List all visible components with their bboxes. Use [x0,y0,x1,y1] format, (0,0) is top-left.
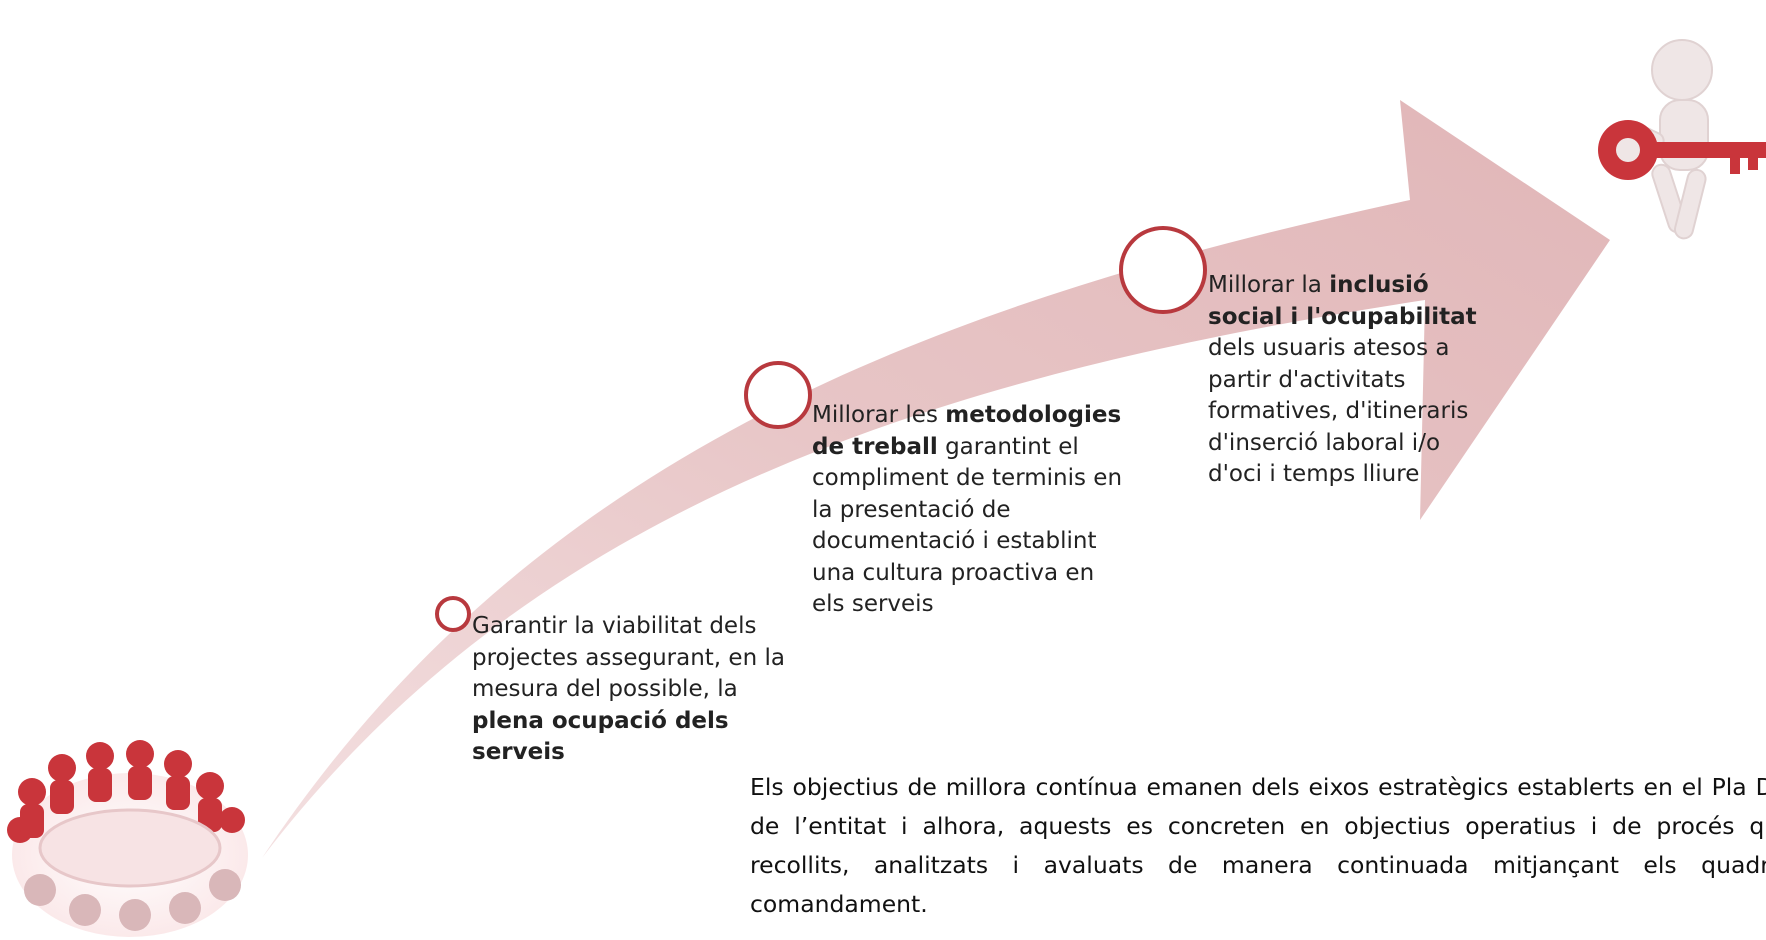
description-paragraph: Els objectius de millora contínua emanen… [750,773,1766,918]
step-3-circle [1119,226,1207,314]
step-1-circle [435,596,471,632]
step-2-text-before: Millorar les [812,402,946,428]
step-1-text: Garantir la viabilitat dels projectes as… [472,611,792,769]
arrow-shape [262,100,1610,858]
people-meeting-icon [7,740,248,937]
step-3-text-bold: inclusió social i l'ocupabilitat [1208,272,1477,330]
step-3-text-after: dels usuaris atesos a partir d'activitat… [1208,335,1469,487]
step-2-text-bold: metodologies de treball [812,402,1122,460]
step-3-text: Millorar la inclusió social i l'ocupabil… [1208,270,1498,491]
step-2-text-after: garantint el compliment de terminis en l… [812,433,1123,618]
step-3-text-before: Millorar la [1208,272,1330,298]
step-2-text: Millorar les metodologies de treball gar… [812,400,1132,621]
step-1-text-bold: plena ocupació dels serveis [472,707,729,766]
step-2-circle [744,361,812,429]
person-with-key-icon [1598,39,1766,240]
step-1-text-before: Garantir la viabilitat dels projectes as… [472,613,785,702]
